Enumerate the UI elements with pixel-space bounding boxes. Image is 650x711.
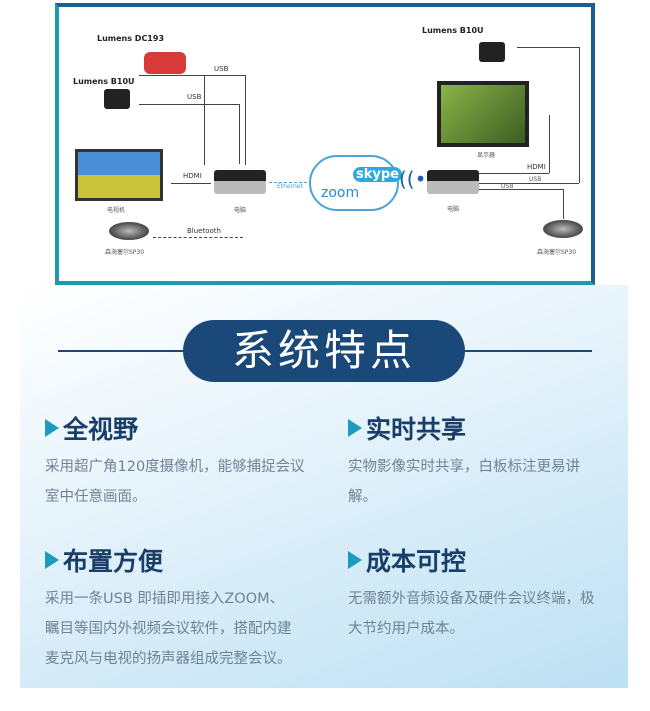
usb-label: USB	[501, 183, 514, 190]
play-triangle-icon	[45, 419, 59, 437]
section-title: 系统特点	[183, 320, 465, 382]
feature-full-view: 全视野 采用超广角120度摄像机，能够捕捉会议室中任意画面。	[45, 410, 305, 512]
feature-cost-control: 成本可控 无需额外音频设备及硬件会议终端，极大节约用户成本。	[348, 542, 598, 644]
feature-desc: 无需额外音频设备及硬件会议终端，极大节约用户成本。	[348, 591, 595, 637]
divider-left	[58, 350, 188, 352]
camera-label: Lumens B10U	[422, 26, 484, 35]
feature-title: 实时共享	[366, 415, 467, 444]
cloud-services: zoom skype	[309, 155, 402, 211]
divider-right	[460, 350, 592, 352]
play-triangle-icon	[348, 419, 362, 437]
camera-label: Lumens B10U	[73, 77, 135, 86]
feature-desc: 采用一条USB 即插即用接入ZOOM、瞩目等国内外视频会议软件，搭配内建麦克风与…	[45, 591, 292, 667]
feature-title: 成本可控	[366, 547, 467, 576]
pc-label: 电脑	[447, 206, 460, 213]
system-diagram: Lumens DC193 Lumens B10U USB USB 电视机 HDM…	[55, 3, 595, 285]
usb-label: USB	[214, 65, 229, 73]
play-triangle-icon	[348, 551, 362, 569]
tv-label: 电视机	[107, 207, 126, 214]
hdmi-label: HDMI	[527, 163, 546, 171]
document-camera-image	[144, 52, 186, 74]
zoom-logo: zoom	[321, 185, 360, 201]
display-label: 显示器	[477, 152, 496, 159]
tv-image	[75, 149, 163, 201]
ethernet-label: Ethernet	[277, 183, 303, 190]
pc-image	[214, 170, 266, 194]
speaker-image	[543, 220, 583, 238]
hdmi-label: HDMI	[183, 172, 202, 180]
speaker-image	[109, 222, 149, 240]
feature-desc: 采用超广角120度摄像机，能够捕捉会议室中任意画面。	[45, 459, 305, 505]
feature-realtime-share: 实时共享 实物影像实时共享，白板标注更易讲解。	[348, 410, 593, 512]
bluetooth-label: Bluetooth	[187, 227, 221, 235]
wifi-icon: ((•	[399, 167, 427, 191]
camera-image	[479, 42, 505, 62]
pc-label: 电脑	[234, 207, 247, 214]
pc-image	[427, 170, 479, 194]
feature-desc: 实物影像实时共享，白板标注更易讲解。	[348, 459, 580, 505]
feature-title: 布置方便	[63, 547, 164, 576]
usb-label: USB	[529, 176, 542, 183]
play-triangle-icon	[45, 551, 59, 569]
display-image	[437, 81, 529, 147]
speaker-label: 森海塞尔SP30	[537, 249, 577, 256]
feature-title: 全视野	[63, 415, 139, 444]
speaker-label: 森海塞尔SP30	[105, 249, 145, 256]
usb-label: USB	[187, 93, 202, 101]
doc-camera-label: Lumens DC193	[97, 34, 165, 43]
feature-easy-setup: 布置方便 采用一条USB 即插即用接入ZOOM、瞩目等国内外视频会议软件，搭配内…	[45, 542, 295, 674]
camera-image	[104, 89, 130, 109]
skype-logo: skype	[353, 167, 402, 182]
